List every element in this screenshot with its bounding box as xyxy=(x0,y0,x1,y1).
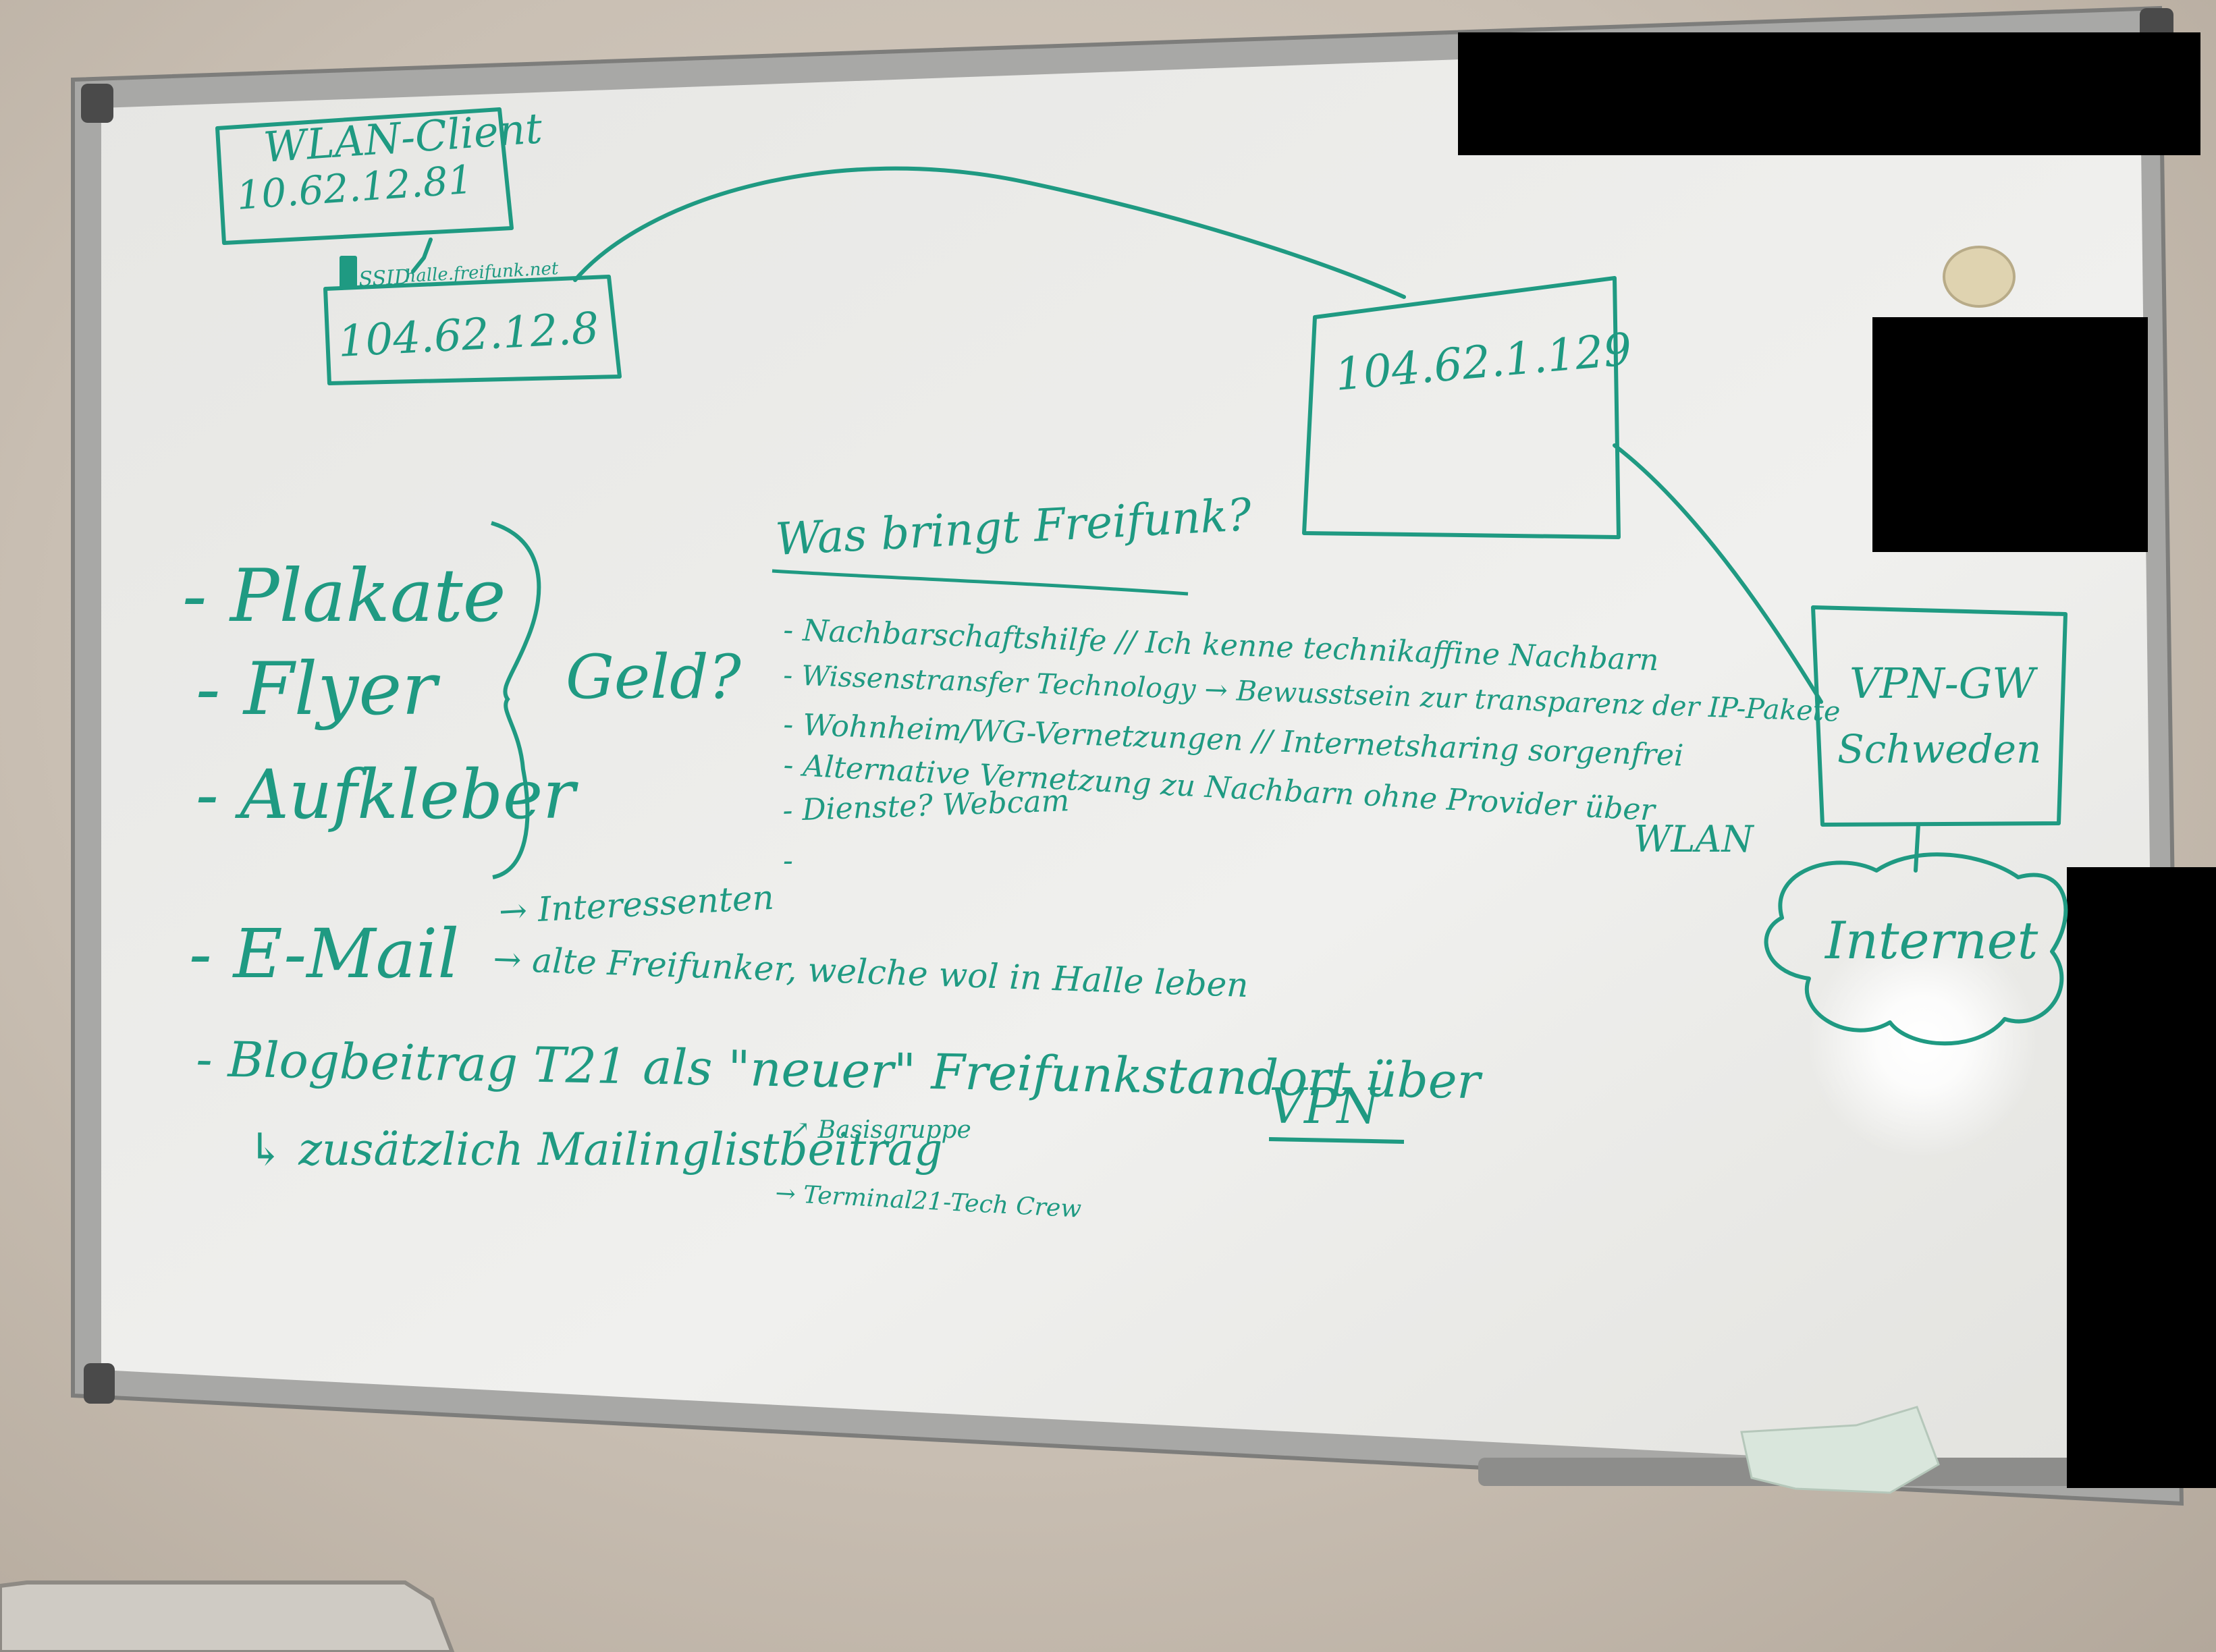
ssid-label: SSID xyxy=(358,265,411,292)
gateway-box xyxy=(1302,276,1621,539)
internet-cloud xyxy=(1764,852,2068,1046)
cloud-label: Internet xyxy=(1824,910,2038,970)
wall-vent xyxy=(0,1580,455,1652)
question-item: - xyxy=(783,844,793,878)
redaction-block xyxy=(1872,317,2148,552)
mailing-sub: ↗ Basisgruppe xyxy=(790,1116,971,1144)
left-item: - Flyer xyxy=(196,647,440,732)
redaction-block xyxy=(2067,867,2216,1488)
curly-brace xyxy=(491,521,541,879)
board-surface xyxy=(101,35,2157,1477)
redaction-block xyxy=(1458,32,2200,155)
frame-corner-bottom-left xyxy=(84,1363,115,1404)
brace-label: Geld? xyxy=(566,642,742,713)
frame-corner-top-left xyxy=(81,84,113,123)
router-box xyxy=(323,275,622,385)
connector-arc xyxy=(573,166,1406,299)
connector-line xyxy=(1914,823,1920,873)
heading-underline xyxy=(772,569,1189,596)
tissue xyxy=(1740,1406,1940,1494)
left-item: - Aufkleber xyxy=(196,755,578,834)
magnet xyxy=(1943,246,2016,308)
vpn-gw-line2: Schweden xyxy=(1837,726,2041,772)
left-item: - Plakate xyxy=(182,554,506,638)
blog-vpn: VPN xyxy=(1269,1078,1381,1134)
mailing-item: ↳ zusätzlich Mailinglistbeitrag xyxy=(247,1124,942,1176)
vpn-gw-line1: VPN-GW xyxy=(1849,659,2038,708)
whiteboard xyxy=(0,5,2184,1652)
connector-line xyxy=(1613,443,1823,704)
email-item: - E-Mail xyxy=(189,914,459,993)
vpn-underline xyxy=(1268,1137,1405,1144)
connector-line xyxy=(411,238,433,273)
vpn-gw-box xyxy=(1811,605,2068,827)
network-diagram xyxy=(215,107,2068,1046)
wlan-note: WLAN xyxy=(1633,818,1754,860)
ssid-marker xyxy=(340,256,357,290)
wlan-client-box xyxy=(215,107,514,245)
